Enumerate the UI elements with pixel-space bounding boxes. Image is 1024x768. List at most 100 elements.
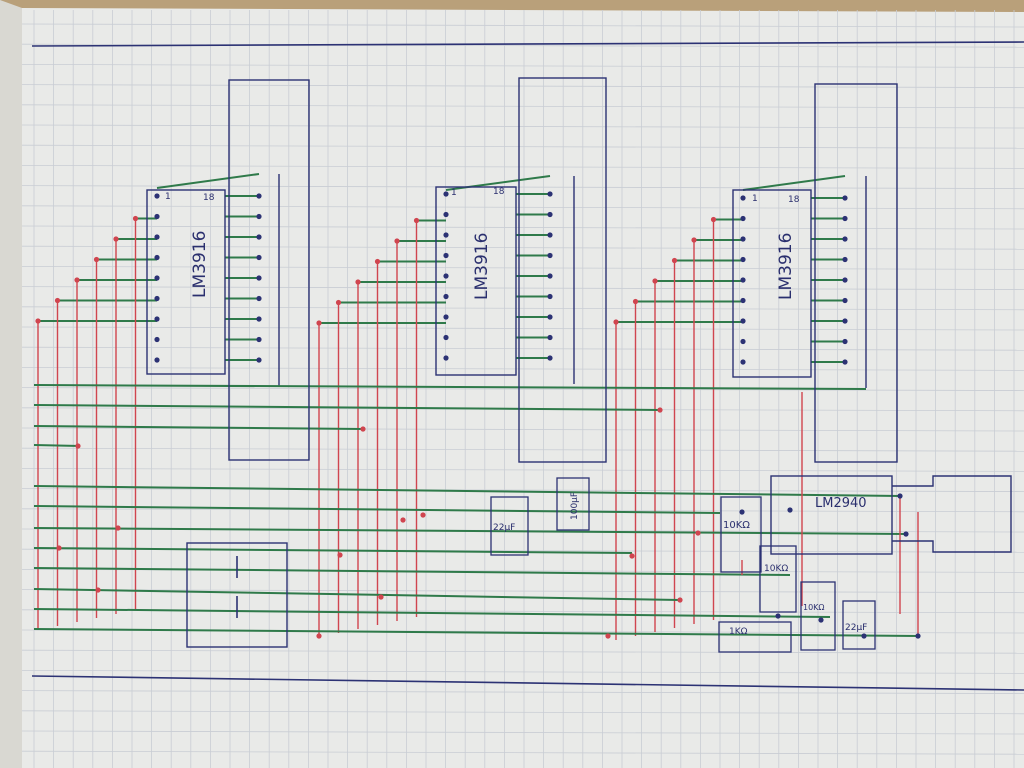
chip1-pin-first: 1 <box>165 192 171 202</box>
bus-junction <box>695 530 701 536</box>
grid-line-h <box>21 245 1024 250</box>
chip1-pin-last: 18 <box>203 193 215 203</box>
chip-pin-left-dot <box>154 316 160 322</box>
grid-line-h <box>21 488 1024 493</box>
chip-pin-left-dot <box>740 318 746 324</box>
led-pin-dot <box>547 252 553 259</box>
component-pin <box>897 493 903 499</box>
led-pin-dot <box>256 213 262 220</box>
fan-corner-dot <box>355 279 361 285</box>
chip-body-3 <box>732 189 812 378</box>
bus-wire <box>33 425 364 430</box>
bottom-margin-line <box>31 675 1024 691</box>
chip-body-2 <box>435 186 517 376</box>
chip-pin-left-dot <box>443 211 449 218</box>
bus-junction <box>95 587 101 593</box>
grid-line-h <box>21 649 1024 654</box>
fan-corner-dot <box>632 298 639 305</box>
led-pin-dot <box>842 195 848 201</box>
led-pin-dot <box>842 338 848 345</box>
fan-corner-dot <box>54 297 61 304</box>
led-pin-dot <box>256 295 262 302</box>
led-pin-dot <box>547 355 553 361</box>
led-pin-dot <box>256 254 262 261</box>
chip-pin-left-dot <box>443 273 449 279</box>
cap-22uf-left-body <box>490 496 529 556</box>
fan-corner-dot <box>316 320 322 326</box>
switch-box <box>186 542 288 648</box>
chip-pin-left-dot <box>443 191 449 197</box>
chip-pin-left-dot <box>154 193 160 199</box>
bus-wire <box>33 444 81 447</box>
grid-line-h <box>21 286 1024 291</box>
fan-corner-dot <box>671 257 678 264</box>
grid-line-h <box>21 730 1024 735</box>
res-10k-b-body <box>759 545 797 613</box>
chip-pin-left-dot <box>443 334 449 341</box>
cap-22uf-right-body <box>842 600 876 650</box>
component-pin <box>787 507 793 513</box>
grid-line-h <box>21 670 1024 674</box>
chip-label-1: LM3916 <box>190 231 210 298</box>
wiring <box>33 173 919 640</box>
bus-wire <box>33 505 721 514</box>
grid-line-h <box>21 84 1024 88</box>
bus-wire <box>33 547 633 554</box>
chip-pin-left-dot <box>154 254 160 261</box>
chip-pin-left-dot <box>740 195 746 201</box>
led-bar-3 <box>814 83 898 463</box>
led-pin-dot <box>256 193 262 199</box>
chip-pin-left-dot <box>740 256 746 263</box>
chip-pin-left-dot <box>443 314 449 320</box>
led-pin-dot <box>547 273 553 279</box>
led-pin-dot <box>256 275 262 281</box>
led-pin-dot <box>256 316 262 322</box>
grid-line-h <box>21 64 1024 68</box>
led-pin-dot <box>547 191 553 197</box>
grid-line-h <box>21 164 1024 169</box>
grid-line-h <box>21 144 1024 149</box>
chip2-pin-last: 18 <box>493 187 505 197</box>
grid-line-h <box>21 306 1024 311</box>
chip-pin-left-dot <box>443 293 449 300</box>
led-pin-dot <box>547 334 553 341</box>
chip-label-2: LM3916 <box>472 233 492 300</box>
bus-wire <box>33 384 867 390</box>
bus-junction <box>657 407 663 413</box>
cap-100uf-label: 100µF <box>570 492 580 520</box>
chip3-pin-first: 1 <box>752 194 758 204</box>
grid-line-h <box>21 387 1024 392</box>
chip-body-1 <box>146 189 226 375</box>
chip-pin-left-dot <box>740 297 746 304</box>
power-connector <box>892 475 1012 553</box>
fan-corner-dot <box>93 256 100 263</box>
bus-junction <box>56 545 62 551</box>
grid-line-h <box>21 467 1024 472</box>
chip-top-wire <box>742 175 846 191</box>
grid-line-h <box>21 326 1024 331</box>
fan-corner-dot <box>413 217 420 224</box>
grid-line-h <box>21 690 1024 694</box>
chip-pin-left-dot <box>740 277 746 283</box>
bus-junction <box>677 597 683 603</box>
grid-line-h <box>21 23 1024 28</box>
led-pin-dot <box>842 236 848 242</box>
bus-junction <box>605 633 611 639</box>
led-pin-dot <box>547 293 553 300</box>
fan-corner-dot <box>335 299 342 306</box>
bus-junction <box>629 553 635 559</box>
bus-junction <box>420 512 426 518</box>
fan-corner-dot <box>374 258 381 265</box>
led-pin-dot <box>256 336 262 343</box>
chip-pin-left-dot <box>443 232 449 238</box>
grid-line-h <box>21 185 1024 190</box>
cap-22uf-right-label: 22µF <box>845 623 867 633</box>
led-pin-dot <box>842 256 848 263</box>
led-pin-dot <box>842 277 848 283</box>
regulator-label: LM2940 <box>815 496 867 511</box>
led-pin-dot <box>842 215 848 222</box>
fan-corner-dot <box>394 238 400 244</box>
solder-points <box>35 191 921 639</box>
chip-top-wire <box>156 173 260 189</box>
